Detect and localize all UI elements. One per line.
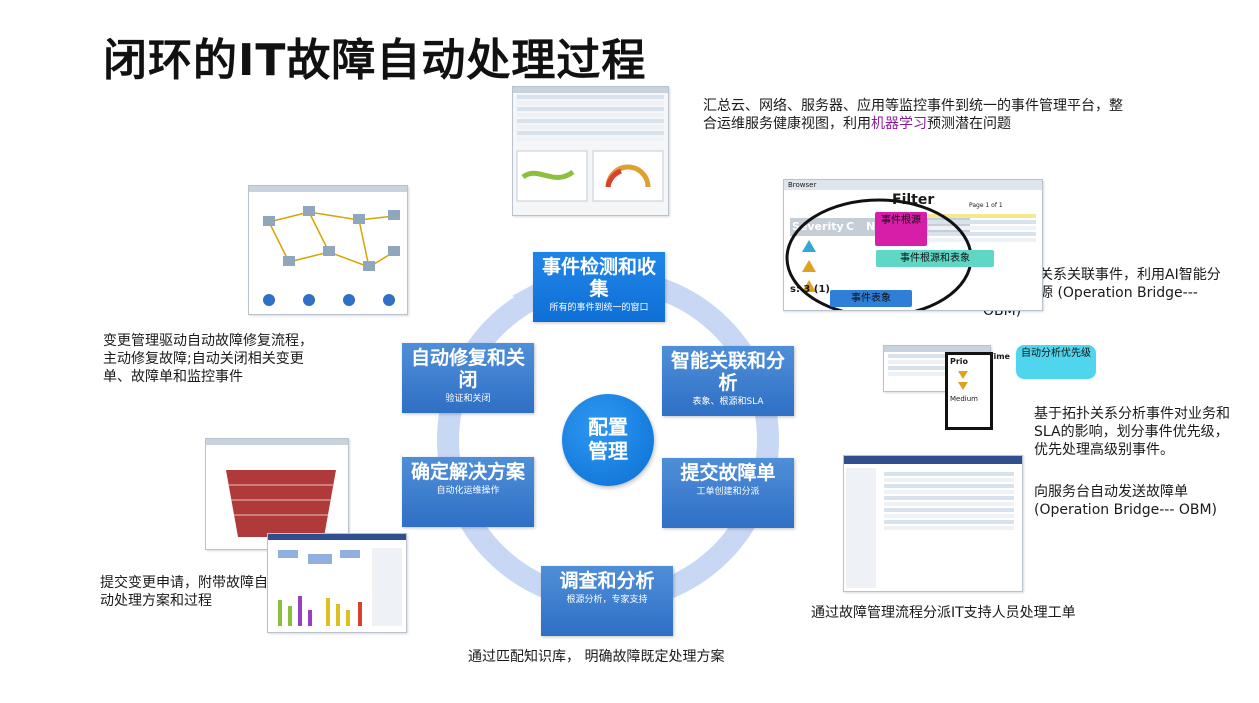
callout-root-event: 事件根源 <box>875 212 927 246</box>
highlight-machine-learning: 机器学习 <box>871 116 927 132</box>
step-subtitle: 验证和关闭 <box>445 394 491 404</box>
step-title: 智能关联和分析 <box>670 350 785 394</box>
step-title: 自动修复和关闭 <box>410 347 525 391</box>
step-auto-repair[interactable]: 自动修复和关闭 验证和关闭 <box>402 343 534 413</box>
note-ticket-dispatch: 通过故障管理流程分派IT支持人员处理工单 <box>811 605 1076 621</box>
step-subtitle: 工单创建和分派 <box>696 487 760 497</box>
change-report-screenshot <box>205 438 349 550</box>
service-manager-screenshot <box>843 455 1023 592</box>
event-console-screenshot <box>512 86 669 216</box>
step-title: 事件检测和收集 <box>541 256 656 300</box>
page-title: 闭环的IT故障自动处理过程 <box>103 35 647 86</box>
step-submit-ticket[interactable]: 提交故障单 工单创建和分派 <box>662 458 794 528</box>
step-subtitle: 所有的事件到统一的窗口 <box>549 303 649 313</box>
step-intelligent-correlation[interactable]: 智能关联和分析 表象、根源和SLA <box>662 346 794 416</box>
note-auto-remediation: 变更管理驱动自动故障修复流程，主动修复故障;自动关闭相关变更单、故障单和监控事件 <box>103 333 313 385</box>
step-determine-solution[interactable]: 确定解决方案 自动化运维操作 <box>402 457 534 527</box>
step-subtitle: 自动化运维操作 <box>436 486 500 496</box>
callout-symptom: 事件表象 <box>830 290 912 307</box>
note-knowledge-base: 通过匹配知识库， 明确故障既定处理方案 <box>468 649 725 665</box>
callout-root-and-symptom: 事件根源和表象 <box>876 250 994 267</box>
step-subtitle: 根源分析，专家支持 <box>566 595 648 605</box>
note-change-request: 提交变更申请，附带故障自动处理方案和过程 <box>100 575 268 609</box>
step-subtitle: 表象、根源和SLA <box>692 397 764 407</box>
step-title: 提交故障单 <box>680 462 776 484</box>
topology-map-screenshot <box>248 185 408 315</box>
callout-auto-priority: 自动分析优先级 <box>1016 345 1096 379</box>
note-event-aggregation: 汇总云、网络、服务器、应用等监控事件到统一的事件管理平台，整合运维服务健康视图，… <box>703 98 1123 132</box>
step-investigate[interactable]: 调查和分析 根源分析，专家支持 <box>541 566 673 636</box>
step-event-detection[interactable]: 事件检测和收集 所有的事件到统一的窗口 <box>533 252 665 322</box>
priority-zoom-box: Prio Medium <box>945 352 993 430</box>
note-auto-ticket: 向服务台自动发送故障单(Operation Bridge--- OBM) <box>1034 484 1217 518</box>
dashboard-screenshot <box>267 533 407 633</box>
step-title: 确定解决方案 <box>410 461 525 483</box>
step-title: 调查和分析 <box>559 570 655 592</box>
note-topology-analysis: 基于拓扑关系分析事件对业务和SLA的影响，划分事件优先级，优先处理高级别事件。 <box>1034 406 1230 458</box>
config-management-hub[interactable]: 配置 管理 <box>562 394 654 486</box>
